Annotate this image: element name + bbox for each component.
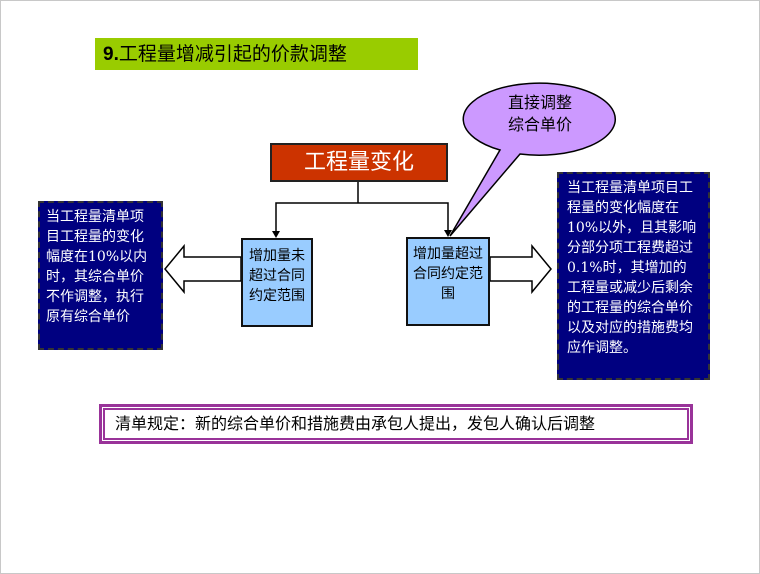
- title-number: 9.: [103, 44, 119, 65]
- arrowhead-right-branch: [444, 230, 452, 237]
- connector-lines: [275, 182, 449, 232]
- branch-left: 增加量未超过合同约定范围: [241, 238, 313, 327]
- page-title: 9.工程量增减引起的价款调整: [95, 38, 418, 70]
- callout-text: 直接调整 综合单价: [485, 92, 595, 136]
- branch-right: 增加量超过合同约定范围: [406, 237, 490, 326]
- result-left: 当工程量清单项目工程量的变化幅度在10%以内时，其综合单价不作调整，执行原有综合…: [38, 201, 163, 350]
- arrowhead-left-branch: [272, 231, 280, 238]
- callout-line-2: 综合单价: [507, 115, 572, 134]
- callout-bubble: [449, 82, 616, 237]
- result-right: 当工程量清单项目工程量的变化幅度在10%以外，且其影响分部分项工程费超过0.1%…: [557, 172, 710, 380]
- callout-line-1: 直接调整: [507, 93, 572, 112]
- root-node: 工程量变化: [270, 143, 448, 182]
- rule-note: 清单规定：新的综合单价和措施费由承包人提出，发包人确认后调整: [99, 404, 693, 444]
- title-text: 工程量增减引起的价款调整: [118, 43, 347, 65]
- arrow-right: [489, 243, 552, 295]
- arrow-left: [164, 243, 242, 295]
